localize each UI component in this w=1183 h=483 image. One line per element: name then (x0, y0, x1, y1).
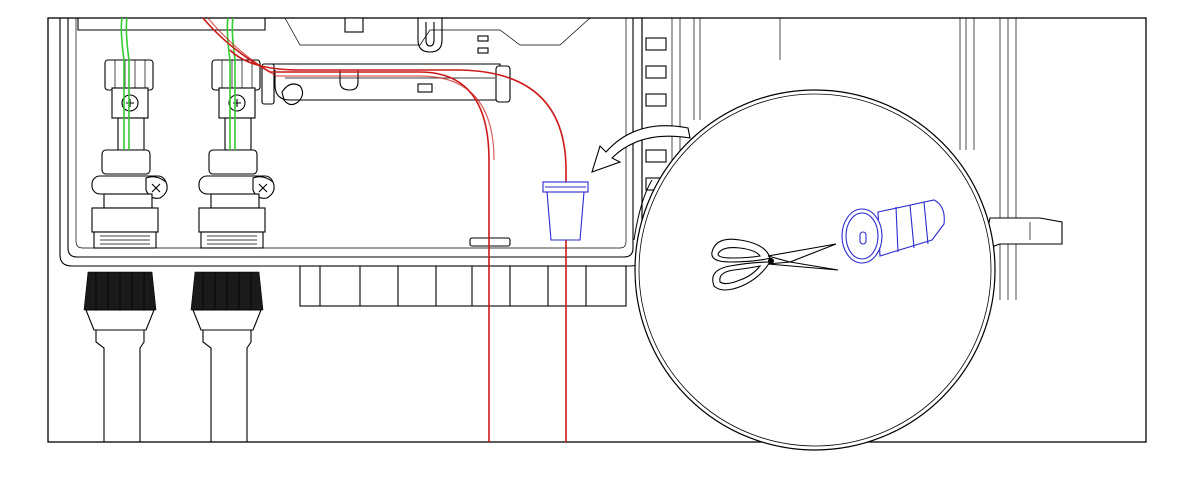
dust-cap-icon (841, 199, 945, 264)
connector-assembly-right (190, 59, 275, 442)
green-drop-cables (120, 17, 236, 150)
bottom-knockout-strip (299, 265, 627, 307)
detail-callout-circle (633, 89, 996, 451)
enclosure-side-hinges (641, 18, 1063, 300)
dust-cap-in-enclosure (542, 181, 589, 241)
callout-arrow (591, 125, 691, 173)
scissors-icon (711, 238, 839, 291)
connector-assembly-left (83, 59, 168, 442)
red-fiber-routing (202, 17, 567, 442)
diagram-frame (47, 17, 1147, 443)
